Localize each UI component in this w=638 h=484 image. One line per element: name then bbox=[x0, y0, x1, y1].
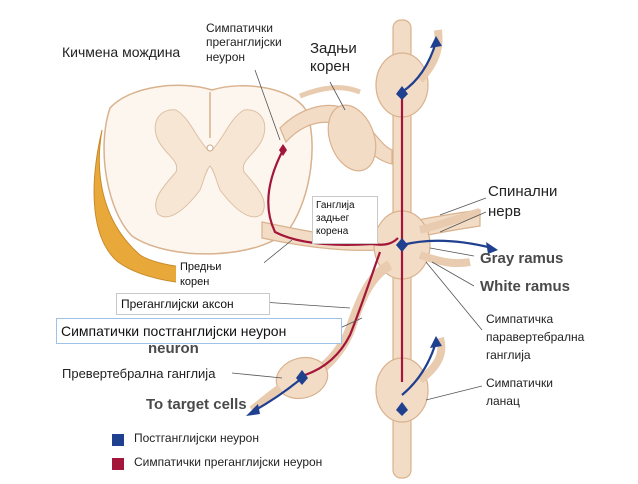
leader-lines bbox=[231, 69, 487, 401]
legend-label-postganglionic: Постганглијски неурон bbox=[134, 431, 259, 445]
spinal-cord-label: Кичмена мождина bbox=[62, 44, 181, 60]
dorsal-root-ganglion-label: Ганглија задњег корена bbox=[312, 196, 378, 244]
legend-swatch-preganglionic bbox=[112, 458, 124, 470]
dorsal-root-ganglion bbox=[327, 104, 377, 172]
preganglionic-cell-body bbox=[279, 144, 287, 156]
dorsal-root-label: Задњи корен bbox=[310, 40, 357, 75]
legend-label-preganglionic: Симпатички преганглијски неурон bbox=[134, 455, 323, 469]
postganglionic-cell-body-middle bbox=[396, 238, 408, 252]
gray-ramus-label: Gray ramus bbox=[480, 250, 564, 267]
spinal-nerve-label: Спинални нерв bbox=[488, 183, 558, 221]
central-canal bbox=[206, 144, 214, 152]
preganglionic-axon-label: Преганглијски аксон bbox=[116, 293, 270, 315]
arrowheads bbox=[246, 36, 498, 416]
prevertebral-ganglion-label: Превертебрална ганглија bbox=[62, 366, 216, 381]
legend-swatch-postganglionic bbox=[112, 434, 124, 446]
preganglionic-neuron-label: Симпатички преганглијски неурон bbox=[206, 21, 282, 64]
sympathetic-chain-label: Симпатички ланац bbox=[486, 376, 553, 408]
paravertebral-ganglion-label: Симпатичка паравертебрална ганглија bbox=[486, 312, 585, 362]
to-target-cells-label: To target cells bbox=[146, 396, 247, 413]
hidden-neuron-label: neuron bbox=[148, 340, 199, 357]
postganglionic-cell-body-top bbox=[396, 86, 408, 100]
neuron-cell-bodies bbox=[279, 86, 408, 416]
gray-matter bbox=[154, 109, 266, 218]
white-ramus-label: White ramus bbox=[480, 278, 571, 295]
postganglionic-cell-body-prevertebral bbox=[296, 370, 308, 385]
dorsal-root bbox=[279, 104, 393, 165]
postganglionic-neuron-label: Симпатички постганглијски неурон bbox=[56, 318, 342, 344]
preganglionic-fibers bbox=[267, 92, 404, 382]
postganglionic-cell-body-bottom bbox=[396, 402, 408, 416]
